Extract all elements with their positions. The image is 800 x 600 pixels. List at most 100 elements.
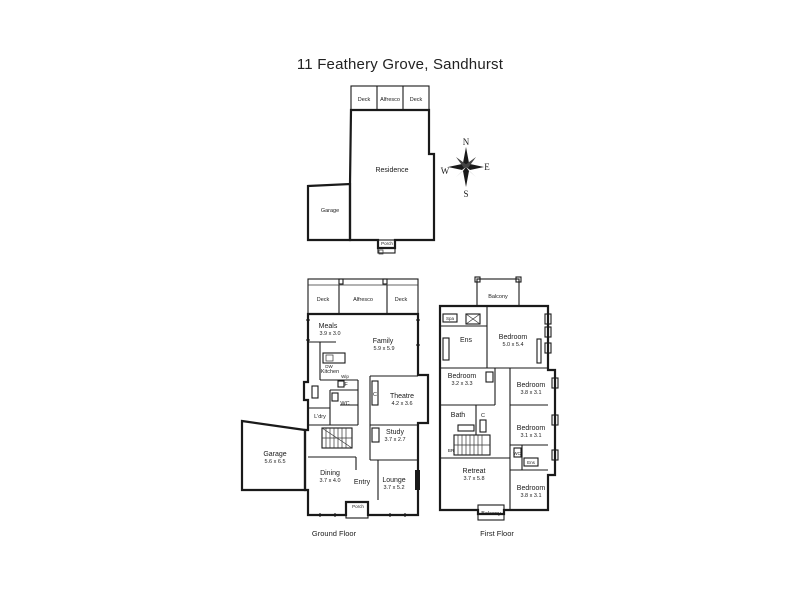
ff-spa-bath <box>442 313 458 323</box>
site-garage-outline <box>306 182 352 242</box>
gf-lounge-size: 3.7 x 5.2 <box>383 485 404 491</box>
gf-pantry-label: F <box>344 382 348 388</box>
gf-interior-walls <box>308 341 418 500</box>
ff-retreat-size: 3.7 x 5.8 <box>463 476 484 482</box>
ff-robe-box <box>479 419 487 433</box>
gf-deck-right-label: Deck <box>395 297 408 303</box>
compass-west-label: W <box>441 166 450 176</box>
ff-wc-label: WC <box>513 451 521 456</box>
ff-bedroom1-size: 5.0 x 5.4 <box>502 342 523 348</box>
ff-bedroom1-label: Bedroom <box>499 334 528 341</box>
ff-bedroom4-label: Bedroom <box>517 425 546 432</box>
ff-bedroom4-size: 3.1 x 3.1 <box>520 433 541 439</box>
ff-bath-label: Bath <box>451 412 466 419</box>
gf-kitchen-sink <box>325 354 334 362</box>
gf-lounge-label: Lounge <box>382 477 405 484</box>
ff-ens2-label: Ens <box>527 460 536 465</box>
ff-br-label: BR <box>448 448 455 453</box>
compass-south-point <box>463 167 469 187</box>
gf-meals-label: Meals <box>319 323 338 330</box>
ff-balcony-top-label: Balcony <box>488 294 508 300</box>
gf-theatre-label: Theatre <box>390 393 414 400</box>
ff-bedroom2-size: 3.2 x 3.3 <box>451 381 472 387</box>
ff-balcony-bottom-outline <box>477 504 505 521</box>
ff-windows <box>544 313 559 461</box>
ff-bedroom3-size: 3.8 x 3.1 <box>520 390 541 396</box>
gf-windows <box>306 319 420 517</box>
ff-linen <box>485 371 494 383</box>
gf-wc-toilet <box>311 385 319 399</box>
compass-east-label: E <box>484 162 490 172</box>
site-plan: Deck Alfresco Deck Residence Garage Porc… <box>306 85 436 255</box>
gf-pantry-box <box>337 380 345 388</box>
compass-west-point <box>448 164 466 170</box>
ground-floor-plan: Deck Alfresco Deck Meals 3.9 x 3.0 Famil… <box>240 278 430 538</box>
compass-east-point <box>466 164 484 170</box>
ff-house-outline <box>438 304 557 516</box>
gf-laundry-label: L'dry <box>314 414 326 420</box>
gf-post-2 <box>382 278 388 285</box>
ff-bedroom5-size: 3.8 x 3.1 <box>520 493 541 499</box>
ff-staircase <box>453 434 491 456</box>
gf-caption: Ground Floor <box>312 529 357 538</box>
gf-linen-label: C <box>373 392 377 398</box>
gf-study-size: 3.7 x 2.7 <box>384 437 405 443</box>
gf-staircase <box>321 427 353 449</box>
gf-theatre-cupboard <box>371 380 379 406</box>
compass-north-label: N <box>463 137 470 147</box>
property-title: 11 Feathery Grove, Sandhurst <box>296 56 504 73</box>
gf-garage-label: Garage <box>263 451 286 458</box>
site-garage-label: Garage <box>321 208 339 214</box>
compass-sw-point <box>456 166 468 177</box>
gf-porch-label: Porch <box>352 504 364 509</box>
ff-ens-label: Ens <box>460 337 473 344</box>
compass-nw-point <box>456 157 467 168</box>
ff-bedroom3-label: Bedroom <box>517 382 546 389</box>
gf-family-size: 5.9 x 5.9 <box>373 346 394 352</box>
ff-bedroom5-label: Bedroom <box>517 485 546 492</box>
site-deck-right-label: Deck <box>410 97 423 103</box>
first-floor-plan: Balcony Spa Ens Bedroom 5.0 x 5.4 Bedroo… <box>438 276 559 538</box>
compass-ne-point <box>465 157 476 168</box>
ff-balcony-bottom-label: Balcony <box>481 511 501 517</box>
site-deck-left-label: Deck <box>358 97 371 103</box>
gf-dining-label: Dining <box>320 470 340 477</box>
gf-family-label: Family <box>373 338 394 345</box>
gf-study-label: Study <box>386 429 404 436</box>
gf-garage-size: 5.6 x 6.5 <box>264 459 285 465</box>
site-residence-outline <box>348 108 436 250</box>
compass-rose: N S E W <box>441 137 491 199</box>
ff-bath-tub <box>457 424 475 432</box>
gf-wip-label: Wip <box>341 374 349 379</box>
ff-robe-label: C <box>481 413 485 419</box>
ff-ensuite-shower <box>465 313 481 325</box>
gf-kitchen-label: Kitchen <box>321 369 339 375</box>
ff-wc-pan <box>513 447 522 458</box>
gf-meals-size: 3.9 x 3.0 <box>319 331 340 337</box>
ff-ensuite-vanity <box>442 337 450 361</box>
site-porch-step <box>378 249 384 255</box>
ff-caption: First Floor <box>480 529 514 538</box>
ff-interior-walls <box>440 306 548 510</box>
site-residence-label: Residence <box>375 167 408 174</box>
ff-bedroom2-label: Bedroom <box>448 373 477 380</box>
site-porch-outline <box>377 239 396 254</box>
gf-kitchen-island <box>322 352 346 364</box>
ff-spa-label: Spa <box>446 316 455 321</box>
gf-alfresco-label: Alfresco <box>353 297 373 303</box>
gf-theatre-size: 4.2 x 3.6 <box>391 401 412 407</box>
gf-entry-label: Entry <box>354 479 371 486</box>
gf-lounge-fireplace <box>415 470 420 490</box>
ff-balcony-post-right <box>515 276 522 283</box>
gf-study-cupboard <box>371 427 380 443</box>
compass-south-label: S <box>463 189 468 199</box>
gf-post-1 <box>338 278 344 285</box>
site-alfresco-label: Alfresco <box>380 97 400 103</box>
ff-ensuite2 <box>523 457 539 467</box>
ff-retreat-label: Retreat <box>463 468 486 475</box>
gf-dw-label: DW <box>325 364 333 369</box>
gf-wc-label: WC <box>340 401 349 407</box>
site-porch-label: Porch <box>381 241 393 246</box>
gf-wc-basin <box>331 392 339 402</box>
